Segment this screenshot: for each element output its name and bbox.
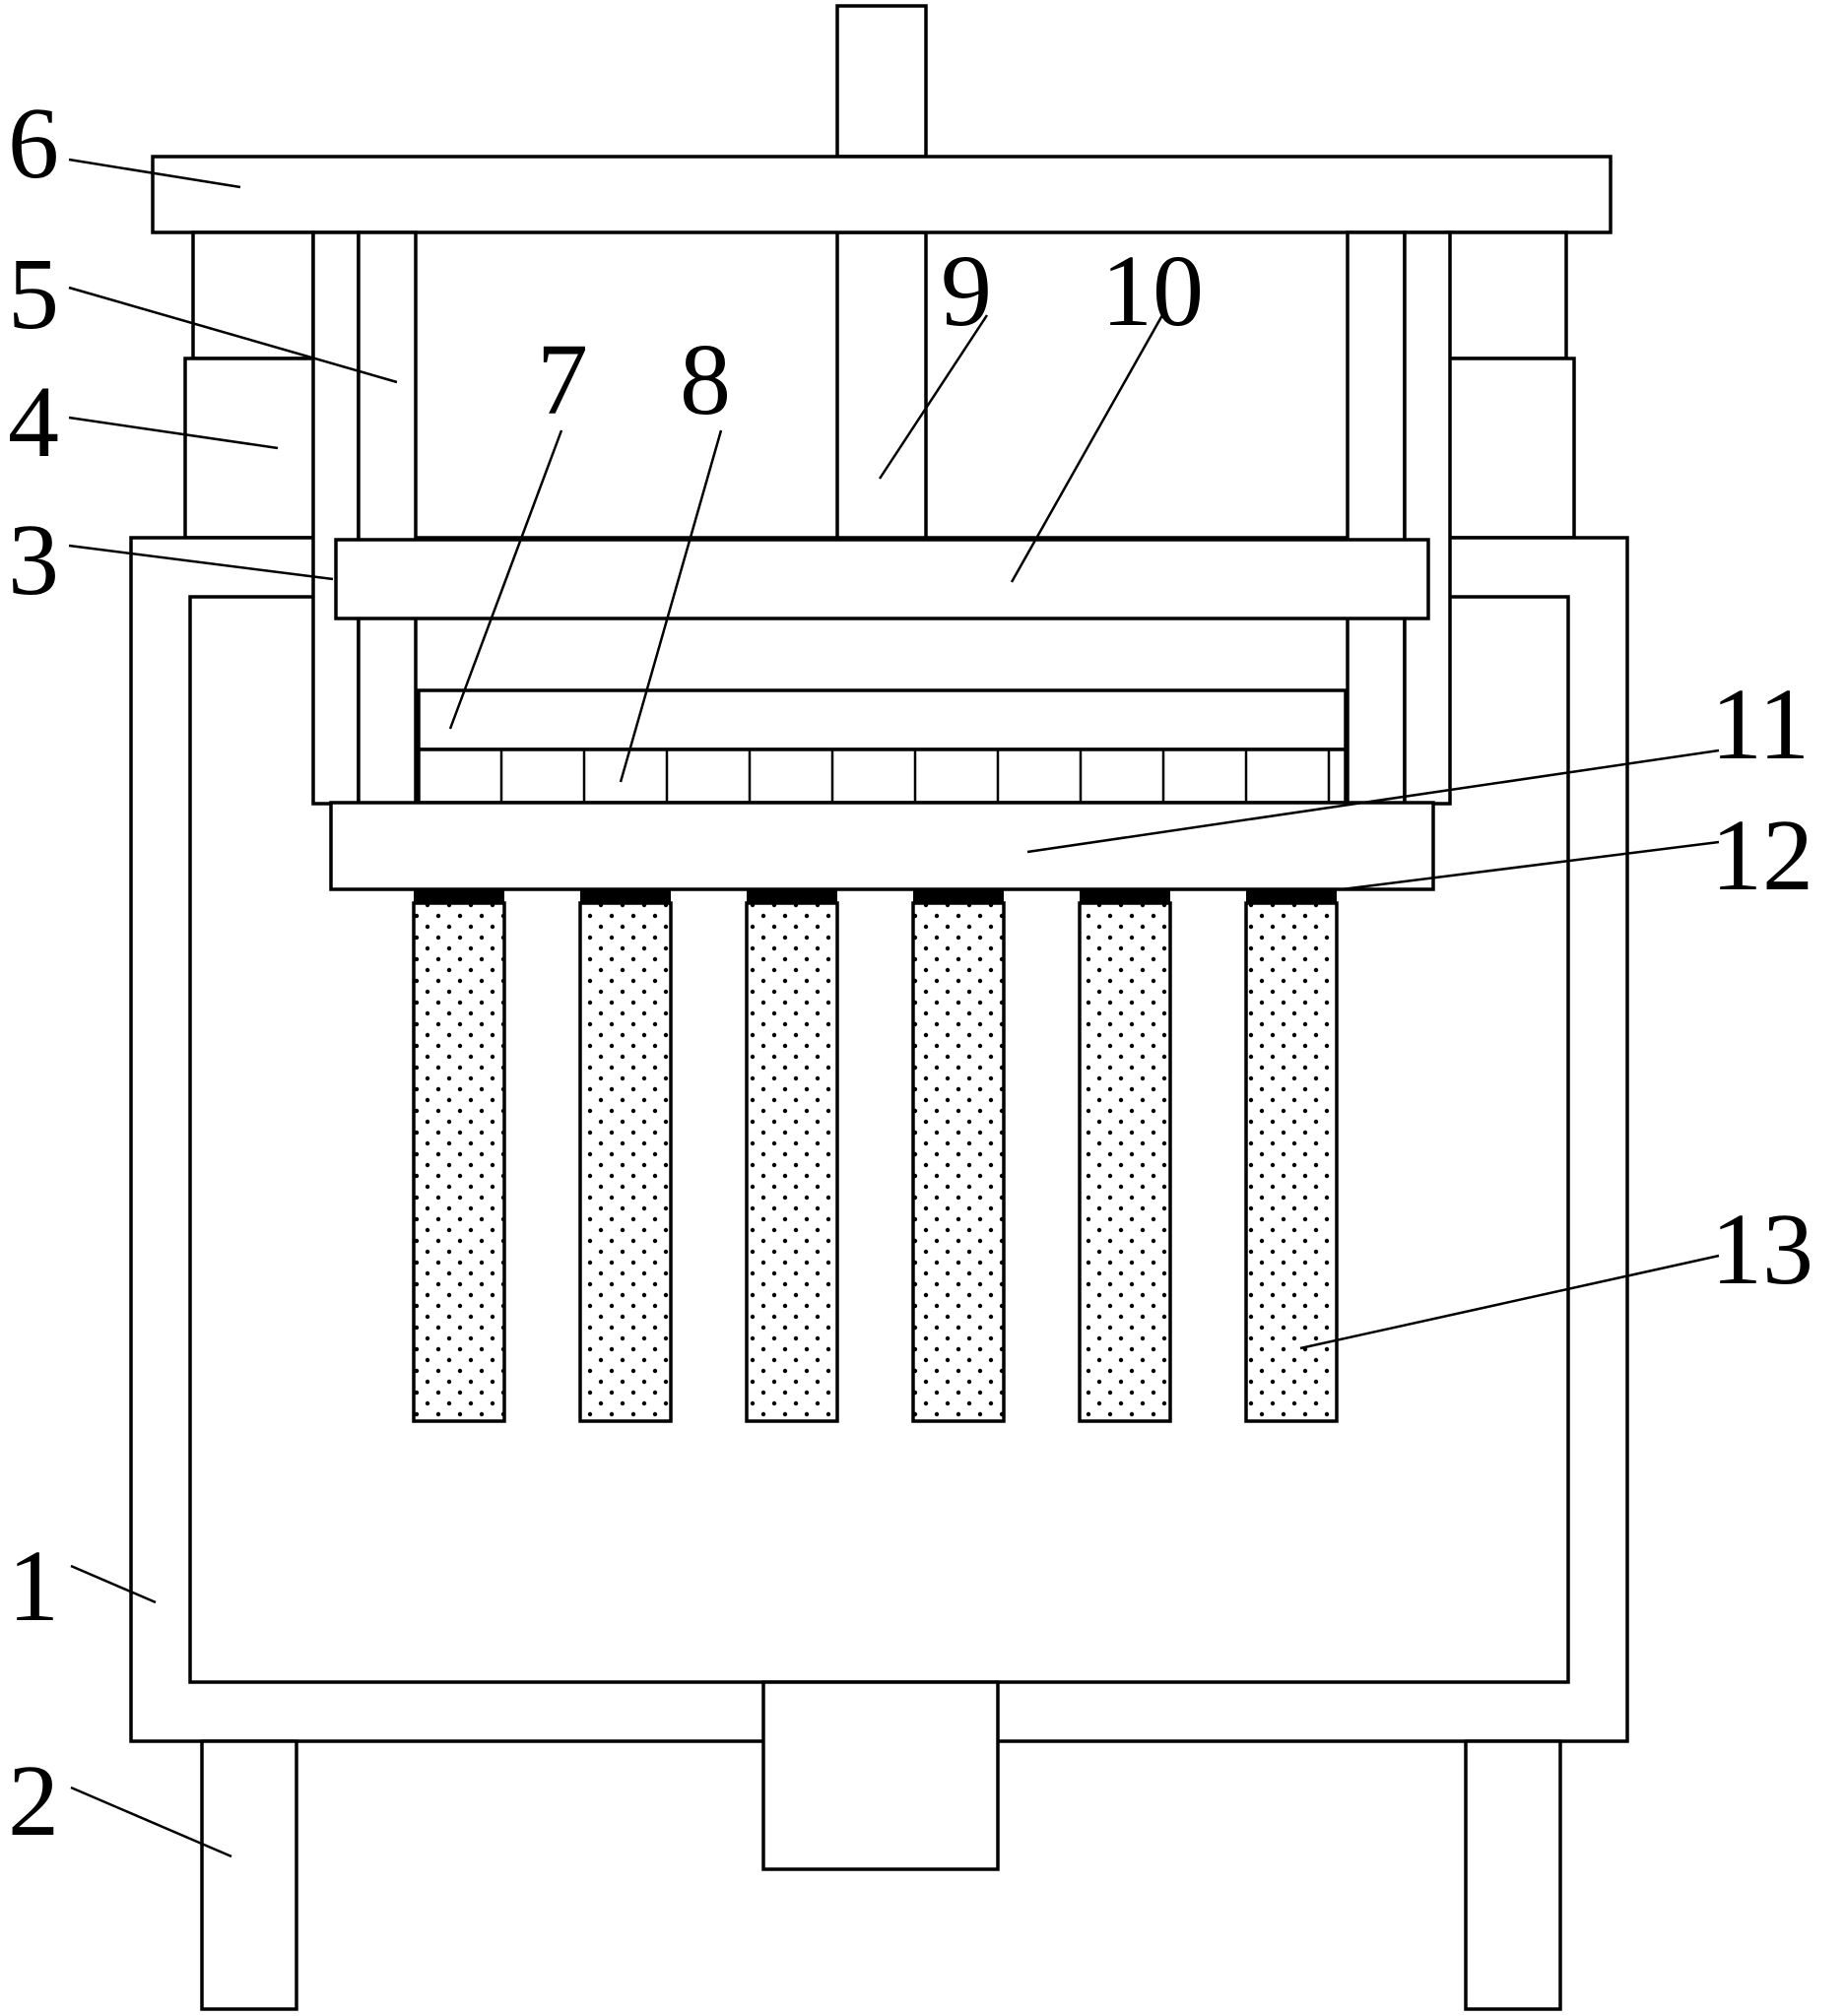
left-cylinder-body [183,357,323,540]
label-9: 9 [941,234,992,348]
label-5: 5 [8,237,59,351]
left-guide-rod [357,230,418,806]
left-piston-rod [191,230,315,360]
mounting-plate [329,801,1435,891]
cross-beam [334,538,1430,620]
left-leg [200,1739,298,2011]
right-piston-rod [1444,230,1568,360]
label-7: 7 [537,323,588,436]
leader-lines [68,158,1720,1858]
joint [414,889,504,903]
right-guide-rod-outer [1403,230,1452,806]
bottom-outlet [761,1680,1000,1871]
joint [580,889,671,903]
right-leg [1464,1739,1562,2011]
label-2: 2 [8,1744,59,1857]
left-guide-rod-outer [311,230,361,806]
label-3: 3 [8,503,59,617]
joint [747,889,837,903]
joint [1080,889,1170,903]
label-13: 13 [1711,1193,1813,1306]
label-12: 12 [1711,799,1813,912]
joint [913,889,1004,903]
joint [1246,889,1337,903]
label-8: 8 [680,323,731,436]
brush-tubes [412,889,1339,1423]
top-frame [151,155,1613,234]
label-6: 6 [8,87,59,200]
right-cylinder-body [1436,357,1576,540]
spacer-blocks [417,748,1348,805]
central-shaft-top [835,4,928,159]
press-plate [417,688,1348,751]
right-guide-rod [1346,230,1407,806]
label-4: 4 [8,365,59,479]
label-10: 10 [1101,234,1204,348]
label-11: 11 [1711,668,1810,781]
label-1: 1 [8,1529,59,1643]
